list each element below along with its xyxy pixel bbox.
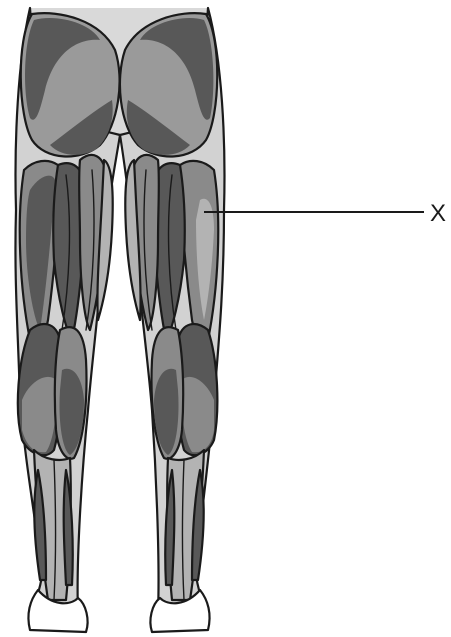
label-x: X: [430, 200, 446, 227]
